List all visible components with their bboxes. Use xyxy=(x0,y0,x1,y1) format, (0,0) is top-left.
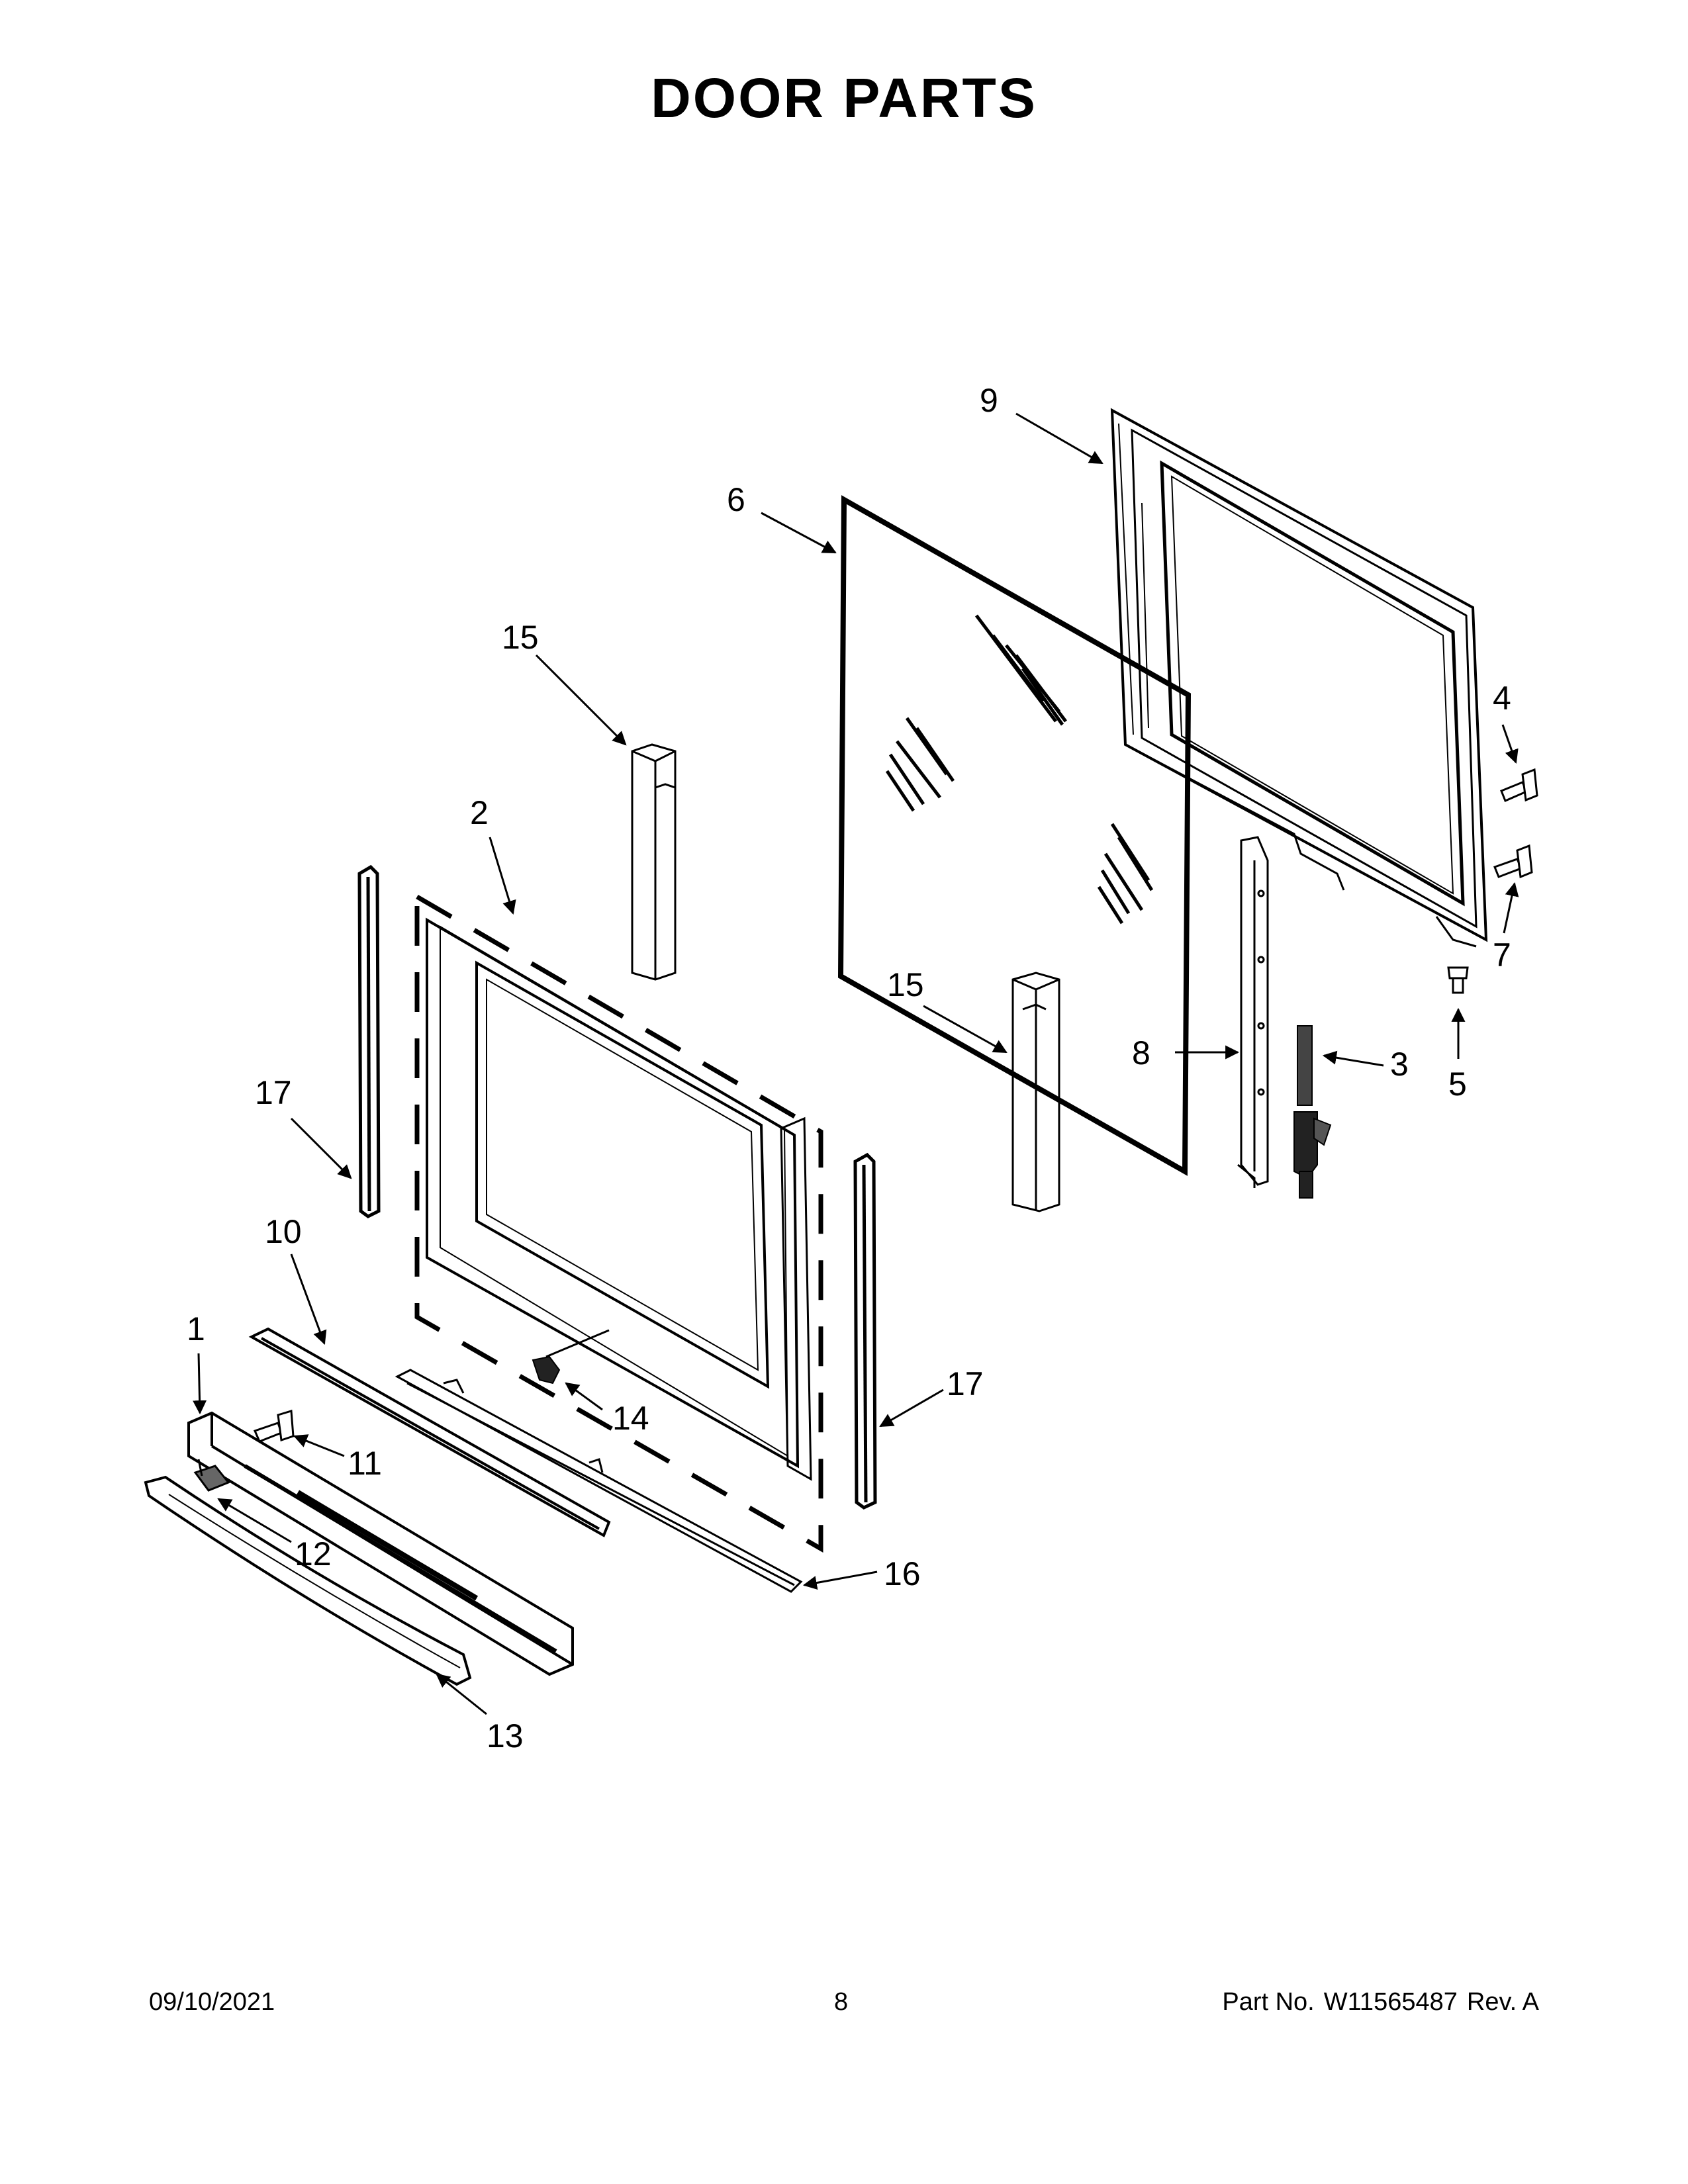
vent-channel-part-16 xyxy=(395,1369,803,1593)
callout-2: 2 xyxy=(470,794,489,831)
callout-1: 1 xyxy=(187,1310,205,1347)
outer-door-panel-part-2 xyxy=(414,892,823,1553)
callout-6: 6 xyxy=(727,481,745,518)
clip-part-14 xyxy=(532,1329,610,1385)
callout-5: 5 xyxy=(1448,1066,1467,1103)
callout-17-left: 17 xyxy=(255,1074,292,1111)
part-number-value: W11565487 xyxy=(1323,1988,1458,2016)
screw-part-11 xyxy=(253,1410,295,1443)
leader-7 xyxy=(1503,882,1519,934)
hinge-part-3 xyxy=(1293,1025,1332,1199)
side-trim-part-17-right xyxy=(853,1152,877,1510)
leader-4 xyxy=(1501,724,1519,764)
screw-part-4 xyxy=(1500,768,1538,802)
leader-2 xyxy=(489,837,516,915)
door-handle-part-13 xyxy=(144,1475,472,1686)
page-title: DOOR PARTS xyxy=(651,67,1037,129)
part-number-label: Part No. xyxy=(1222,1988,1315,2016)
leader-1 xyxy=(193,1353,207,1415)
callout-7: 7 xyxy=(1493,936,1511,974)
screw-part-5 xyxy=(1447,966,1469,994)
spacer-block-part-15-lower xyxy=(1011,972,1060,1212)
screw-part-7 xyxy=(1493,844,1533,879)
spacer-block-part-15-upper xyxy=(631,743,677,981)
callout-11: 11 xyxy=(348,1445,382,1482)
leader-17-right xyxy=(879,1388,944,1428)
handle-housing-part-1 xyxy=(187,1411,574,1676)
footer-page-number: 8 xyxy=(834,1988,849,2016)
callout-16: 16 xyxy=(884,1555,921,1592)
callout-17-right: 17 xyxy=(947,1365,984,1402)
leader-6 xyxy=(761,512,837,554)
callout-10: 10 xyxy=(265,1213,302,1250)
leader-17-left xyxy=(290,1117,352,1179)
leader-15-upper xyxy=(535,654,627,746)
callout-4: 4 xyxy=(1493,680,1511,717)
footer-date: 09/10/2021 xyxy=(149,1988,275,2016)
leader-3 xyxy=(1322,1050,1384,1067)
callout-8: 8 xyxy=(1132,1034,1150,1071)
top-trim-part-10 xyxy=(248,1327,611,1537)
callout-9: 9 xyxy=(980,382,998,419)
callout-3: 3 xyxy=(1390,1046,1409,1083)
hinge-receiver-part-8 xyxy=(1237,836,1269,1188)
door-glass-part-6 xyxy=(837,495,1192,1176)
revision: Rev. A xyxy=(1466,1988,1539,2016)
callout-15-lower: 15 xyxy=(887,966,924,1003)
inner-door-frame-part-9 xyxy=(1110,408,1488,948)
callout-15-upper: 15 xyxy=(502,619,539,656)
leader-12 xyxy=(217,1498,292,1543)
leader-11 xyxy=(293,1434,345,1457)
footer-part-number: Part No. W11565487 Rev. A xyxy=(1213,1988,1539,2017)
end-cap-part-12 xyxy=(193,1459,230,1492)
callout-12: 12 xyxy=(295,1535,332,1572)
leader-13 xyxy=(436,1673,487,1715)
leader-14 xyxy=(565,1382,603,1411)
callout-13: 13 xyxy=(487,1717,524,1754)
callout-14: 14 xyxy=(612,1400,649,1437)
leader-16 xyxy=(802,1570,878,1590)
leader-10 xyxy=(290,1253,327,1345)
leader-15-lower xyxy=(923,1005,1008,1054)
leader-9 xyxy=(1015,412,1103,465)
side-trim-part-17-left xyxy=(357,864,381,1218)
